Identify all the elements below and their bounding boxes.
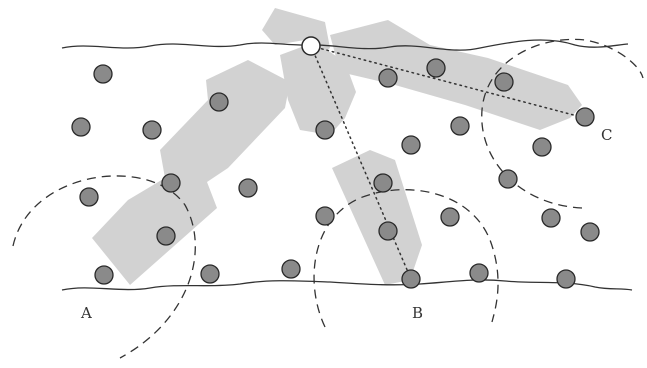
dot: [440, 207, 460, 227]
label-c: C: [601, 126, 612, 144]
grey-branch-right: [330, 20, 582, 130]
dot: [532, 137, 552, 157]
dot: [556, 269, 576, 289]
grey-hub-center: [280, 42, 356, 135]
dashed-arc-b: [313, 189, 499, 328]
dot: [315, 206, 335, 226]
dotted-lines: [310, 45, 586, 280]
bottom-boundary-line: [61, 279, 633, 291]
dot: [498, 169, 518, 189]
dot: [580, 222, 600, 242]
dot: [401, 135, 421, 155]
dashed-arc-a: [12, 175, 196, 359]
top-boundary-line: [61, 39, 629, 51]
dot: [426, 58, 446, 78]
grey-branch-left: [92, 60, 290, 285]
dot: [401, 269, 421, 289]
dots: [71, 58, 600, 289]
dot: [494, 72, 514, 92]
grey-shapes: [92, 8, 582, 285]
dot: [575, 107, 595, 127]
dot: [156, 226, 176, 246]
dot: [93, 64, 113, 84]
dot: [541, 208, 561, 228]
dashed-circles: [12, 38, 644, 359]
dot: [378, 221, 398, 241]
dot: [200, 264, 220, 284]
label-b: B: [412, 304, 423, 322]
dot: [209, 92, 229, 112]
dot: [469, 263, 489, 283]
dot: [142, 120, 162, 140]
grey-branch-down: [332, 150, 422, 285]
dotted-line-to-b: [310, 45, 412, 280]
dot: [71, 117, 91, 137]
dot: [94, 265, 114, 285]
dot: [315, 120, 335, 140]
dot: [378, 68, 398, 88]
dotted-line-to-c: [310, 45, 586, 119]
dot: [281, 259, 301, 279]
dot: [373, 173, 393, 193]
dashed-arc-c: [481, 38, 644, 209]
label-a: A: [80, 304, 92, 322]
origin-point: [301, 36, 321, 56]
dot: [79, 187, 99, 207]
dot: [450, 116, 470, 136]
dot: [238, 178, 258, 198]
dot: [161, 173, 181, 193]
